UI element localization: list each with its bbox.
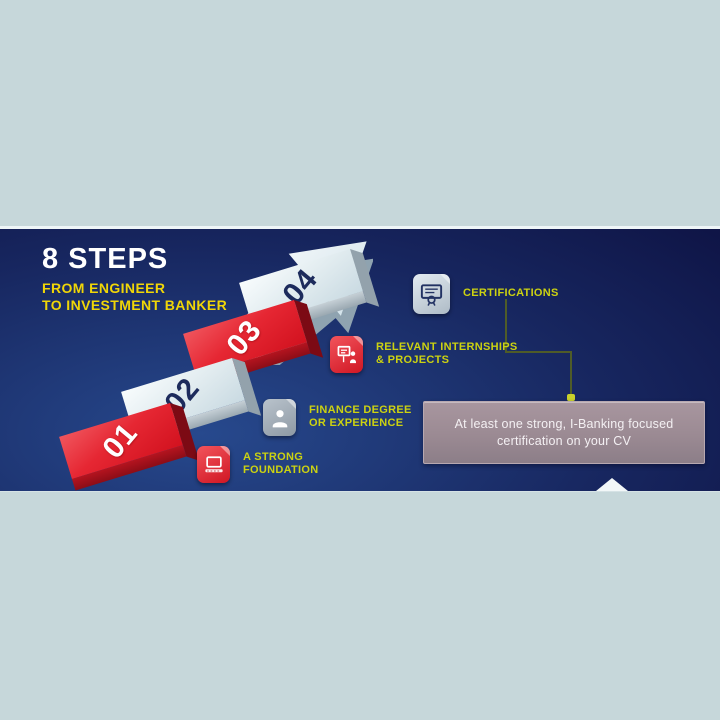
infographic-band: 8 STEPS FROM ENGINEER TO INVESTMENT BANK…	[0, 229, 720, 491]
laptop-icon	[197, 446, 230, 483]
step-01: 01	[59, 403, 183, 479]
milestone-foundation-label: A STRONG FOUNDATION	[243, 446, 319, 477]
milestone-finance-degree: FINANCE DEGREE OR EXPERIENCE	[263, 399, 412, 436]
connector-endpoint-dot	[567, 394, 575, 401]
label-line: & PROJECTS	[376, 354, 450, 366]
certificate-icon	[413, 274, 450, 314]
step-01-number: 01	[96, 416, 145, 465]
callout-line2: certification on your CV	[496, 433, 632, 448]
label-line: CERTIFICATIONS	[463, 287, 559, 299]
milestone-foundation: A STRONG FOUNDATION	[197, 446, 319, 483]
label-line: A STRONG	[243, 451, 304, 463]
connector-line-vertical-2	[570, 351, 572, 397]
step-03-number: 03	[220, 313, 269, 362]
presentation-icon	[330, 336, 363, 373]
subtitle-line2: TO INVESTMENT BANKER	[42, 297, 228, 313]
milestone-internships-label: RELEVANT INTERNSHIPS & PROJECTS	[376, 336, 517, 367]
label-line: RELEVANT INTERNSHIPS	[376, 341, 518, 353]
connector-line-horizontal	[505, 351, 572, 353]
label-line: FOUNDATION	[243, 464, 319, 476]
person-icon	[263, 399, 296, 436]
label-line: OR EXPERIENCE	[309, 417, 404, 429]
milestone-certifications-label: CERTIFICATIONS	[463, 274, 559, 300]
milestone-finance-degree-label: FINANCE DEGREE OR EXPERIENCE	[309, 399, 412, 430]
connector-line-vertical-1	[505, 299, 507, 352]
milestone-internships: RELEVANT INTERNSHIPS & PROJECTS	[330, 336, 517, 373]
label-line: FINANCE DEGREE	[309, 404, 412, 416]
callout-line1: At least one strong, I-Banking focused	[454, 416, 674, 431]
title-block: 8 STEPS FROM ENGINEER TO INVESTMENT BANK…	[42, 243, 227, 314]
page-title: 8 STEPS	[42, 243, 169, 275]
milestone-certifications: CERTIFICATIONS	[413, 274, 559, 314]
certification-callout-box: At least one strong, I-Banking focused c…	[423, 401, 705, 464]
subtitle-line1: FROM ENGINEER	[42, 280, 166, 296]
bottom-notch-triangle	[596, 478, 628, 491]
